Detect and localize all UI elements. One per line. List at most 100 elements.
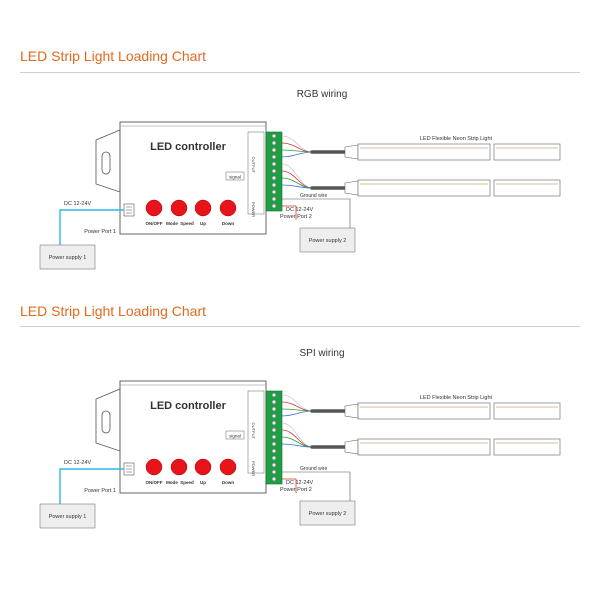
signal-label: signal <box>229 175 241 180</box>
diagram-subtitle: RGB wiring <box>297 89 348 100</box>
neon-strip <box>357 438 491 456</box>
power-supply-1-label: Power supply 1 <box>49 255 87 261</box>
output-label: OUTPUT <box>251 423 256 440</box>
neon-strip <box>493 438 561 456</box>
button-label: ON/OFF <box>146 480 163 485</box>
signal-wire <box>281 422 313 448</box>
terminal-screw <box>271 462 277 468</box>
dc-label: DC 12-24V <box>64 460 92 466</box>
signal-box <box>225 171 245 181</box>
button-label: Mode <box>166 480 178 485</box>
terminal-screw <box>271 154 277 160</box>
button-1[interactable] <box>145 199 163 217</box>
power-supply-2-label: Power supply 2 <box>309 511 347 517</box>
button-3[interactable] <box>194 199 212 217</box>
terminal-screw <box>271 469 277 475</box>
button-label: Speed <box>180 221 194 226</box>
ground-wire <box>282 471 351 501</box>
terminal-screw <box>271 413 277 419</box>
power-label: POWER <box>251 202 256 217</box>
power-supply-2-label: Power supply 2 <box>309 238 347 244</box>
mounting-slot <box>101 410 111 434</box>
signal-wire <box>281 394 313 412</box>
power-wire-1 <box>59 468 124 505</box>
button-label: Down <box>222 221 234 226</box>
power-supply-1-box <box>39 503 96 529</box>
power-port-1-label: Power Port 1 <box>84 488 116 494</box>
power-supply-2-box <box>299 500 356 526</box>
dc-label-2: DC 12-24V <box>286 207 314 213</box>
power-supply-2-box <box>299 227 356 253</box>
divider <box>20 326 580 327</box>
terminal-screw <box>271 161 277 167</box>
button-4[interactable] <box>219 458 237 476</box>
terminal-screw <box>271 140 277 146</box>
ground-wire <box>282 198 351 228</box>
button-label: Down <box>222 480 234 485</box>
terminal-screw <box>271 427 277 433</box>
signal-wire <box>281 151 313 158</box>
divider <box>20 72 580 73</box>
strip-label: LED Flexible Neon Strip Light <box>420 395 493 401</box>
neon-strip <box>493 179 561 197</box>
terminal-screw <box>271 168 277 174</box>
neon-strip <box>357 179 491 197</box>
strip-plug <box>344 403 359 419</box>
terminal-screw <box>271 189 277 195</box>
signal-label: signal <box>229 434 241 439</box>
neon-strip <box>493 402 561 420</box>
output-label: OUTPUT <box>251 157 256 174</box>
signal-wire <box>281 443 313 448</box>
power-port-2-label: Power Port 2 <box>280 214 312 220</box>
controller-title: LED controller <box>150 141 227 153</box>
controller-title: LED controller <box>150 400 227 412</box>
terminal-screw <box>271 434 277 440</box>
port-label-panel <box>247 131 265 215</box>
button-label: Speed <box>180 480 194 485</box>
neon-strip <box>357 143 491 161</box>
button-label: Up <box>200 221 206 226</box>
power-port-1-label: Power Port 1 <box>84 229 116 235</box>
power-wire-2 <box>282 478 297 493</box>
signal-box <box>225 430 245 440</box>
section-title: LED Strip Light Loading Chart <box>20 303 206 319</box>
ground-wire-label: Ground wire <box>300 466 327 472</box>
terminal-screw <box>271 175 277 181</box>
button-4[interactable] <box>219 199 237 217</box>
terminal-screw <box>271 455 277 461</box>
signal-wire <box>281 135 313 153</box>
strip-plug <box>344 144 359 160</box>
terminal-screw <box>271 420 277 426</box>
dc-label: DC 12-24V <box>64 201 92 207</box>
terminal-screw <box>271 133 277 139</box>
button-2[interactable] <box>170 199 188 217</box>
terminal-screw <box>271 147 277 153</box>
terminal-screw <box>271 392 277 398</box>
button-3[interactable] <box>194 458 212 476</box>
dc-label-2: DC 12-24V <box>286 480 314 486</box>
signal-wire <box>281 410 313 417</box>
terminal-screw <box>271 406 277 412</box>
strip-label: LED Flexible Neon Strip Light <box>420 136 493 142</box>
diagram-subtitle: SPI wiring <box>299 348 344 359</box>
power-wire-2 <box>282 205 297 220</box>
terminal-screw <box>271 448 277 454</box>
terminal-screw <box>271 441 277 447</box>
terminal-screw <box>271 182 277 188</box>
power-label: POWER <box>251 461 256 476</box>
neon-strip <box>357 402 491 420</box>
section-title: LED Strip Light Loading Chart <box>20 48 206 64</box>
button-label: Mode <box>166 221 178 226</box>
terminal-screw <box>271 203 277 209</box>
power-supply-1-box <box>39 244 96 270</box>
ground-wire-label: Ground wire <box>300 193 327 199</box>
power-supply-1-label: Power supply 1 <box>49 514 87 520</box>
terminal-screw <box>271 399 277 405</box>
terminal-screw <box>271 476 277 482</box>
button-1[interactable] <box>145 458 163 476</box>
button-2[interactable] <box>170 458 188 476</box>
